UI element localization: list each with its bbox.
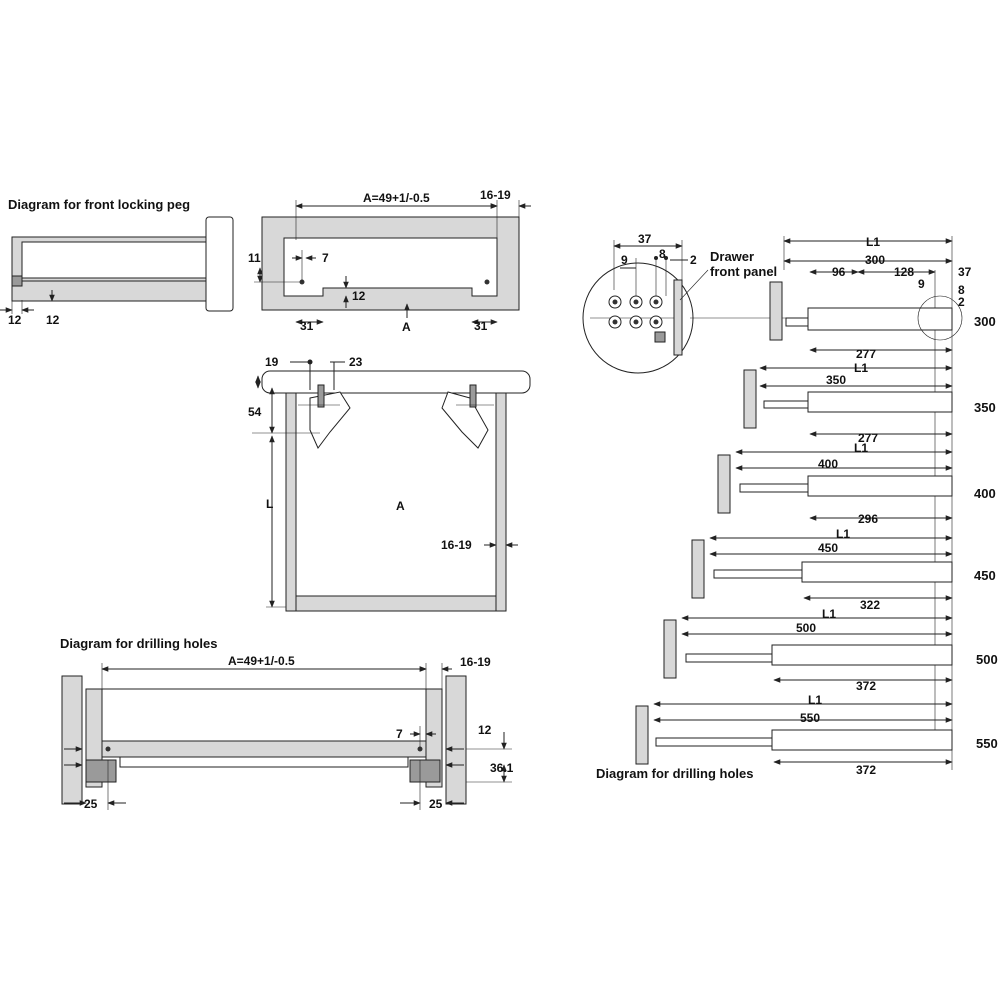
slide-300: L1 300 96 128 37 9 8 2 277 300	[769, 235, 996, 361]
s300-8: 8	[958, 283, 965, 297]
s300-2: 2	[958, 295, 965, 309]
dim-54: 54	[248, 405, 262, 419]
dim-plan-panel: 16-19	[441, 538, 472, 552]
front-locking-peg-front-view: A=49+1/-0.5 16-19 11 7 12 31 31 A	[248, 188, 531, 334]
s450-size: 450	[974, 568, 996, 583]
heading-drilling-holes-left: Diagram for drilling holes	[60, 636, 217, 651]
detail-37: 37	[638, 232, 652, 246]
s300-size: 300	[974, 314, 996, 329]
s550-len: 550	[800, 711, 820, 725]
dim-drill-25-right: 25	[429, 797, 443, 811]
s450-bottom: 322	[860, 598, 880, 612]
detail-8: 8	[659, 247, 666, 261]
s400-bottom: 296	[858, 512, 878, 526]
dim-7: 7	[322, 251, 329, 265]
s550-size: 550	[976, 736, 998, 751]
s550-l1: L1	[808, 693, 822, 707]
dim-L: L	[266, 497, 273, 511]
drilling-holes-front-view: Diagram for drilling holes A=49+1/-0.5 1…	[60, 636, 514, 811]
s350-bottom: 277	[858, 431, 878, 445]
heading-drilling-holes-right: Diagram for drilling holes	[596, 766, 753, 781]
s300-37: 37	[958, 265, 972, 279]
s500-len: 500	[796, 621, 816, 635]
label-front-panel: front panel	[710, 264, 777, 279]
s500-size: 500	[976, 652, 998, 667]
slide-550: L1 550 372 550	[635, 693, 998, 777]
dim-31-left: 31	[300, 319, 314, 333]
label-drawer: Drawer	[710, 249, 754, 264]
heading-front-locking-peg: Diagram for front locking peg	[8, 197, 190, 212]
slide-400: L1 400 296 400	[717, 441, 996, 526]
s300-len: 300	[865, 253, 885, 267]
dim-drill-a: A=49+1/-0.5	[228, 654, 295, 668]
s400-len: 400	[818, 457, 838, 471]
dim-23: 23	[349, 355, 363, 369]
dim-drill-36-1: 36.1	[490, 761, 514, 775]
s450-l1: L1	[836, 527, 850, 541]
s300-9: 9	[918, 277, 925, 291]
slide-450: L1 450 322 450	[691, 527, 996, 612]
dim-31-right: 31	[474, 319, 488, 333]
dim-drill-12: 12	[478, 723, 492, 737]
s300-l1: L1	[866, 235, 880, 249]
slide-350: L1 350 277 350	[743, 361, 996, 445]
center-A: A	[396, 499, 405, 513]
s500-l1: L1	[822, 607, 836, 621]
drawer-front-panel-detail: 37 9 8 2 Drawer front panel	[582, 232, 935, 374]
s300-128: 128	[894, 265, 914, 279]
dim-drill-25-left: 25	[84, 797, 98, 811]
dim-panel-16-19: 16-19	[480, 188, 511, 202]
s400-size: 400	[974, 486, 996, 501]
dim-a-front: A=49+1/-0.5	[363, 191, 430, 205]
slide-500: L1 500 372 500	[663, 607, 998, 693]
s350-size: 350	[974, 400, 996, 415]
s350-l1: L1	[854, 361, 868, 375]
dim-19: 19	[265, 355, 279, 369]
s350-len: 350	[826, 373, 846, 387]
s500-bottom: 372	[856, 679, 876, 693]
dim-drill-panel: 16-19	[460, 655, 491, 669]
s300-bottom: 277	[856, 347, 876, 361]
dim-peg-12b: 12	[46, 313, 60, 327]
mark-a: A	[402, 320, 411, 334]
detail-9: 9	[621, 253, 628, 267]
dim-peg-12a: 12	[8, 313, 22, 327]
drawer-plan-view: 19 23 54 L A 16-19	[248, 355, 531, 612]
s400-l1: L1	[854, 441, 868, 455]
s450-len: 450	[818, 541, 838, 555]
s300-96: 96	[832, 265, 846, 279]
detail-2: 2	[690, 253, 697, 267]
dim-11: 11	[248, 251, 261, 265]
front-locking-peg-side-view: Diagram for front locking peg 12 12	[0, 197, 234, 327]
slides-diagram: L1 300 96 128 37 9 8 2 277 300 L1 350	[596, 235, 998, 781]
s550-bottom: 372	[856, 763, 876, 777]
dim-drill-7: 7	[396, 727, 403, 741]
dim-h12: 12	[352, 289, 366, 303]
